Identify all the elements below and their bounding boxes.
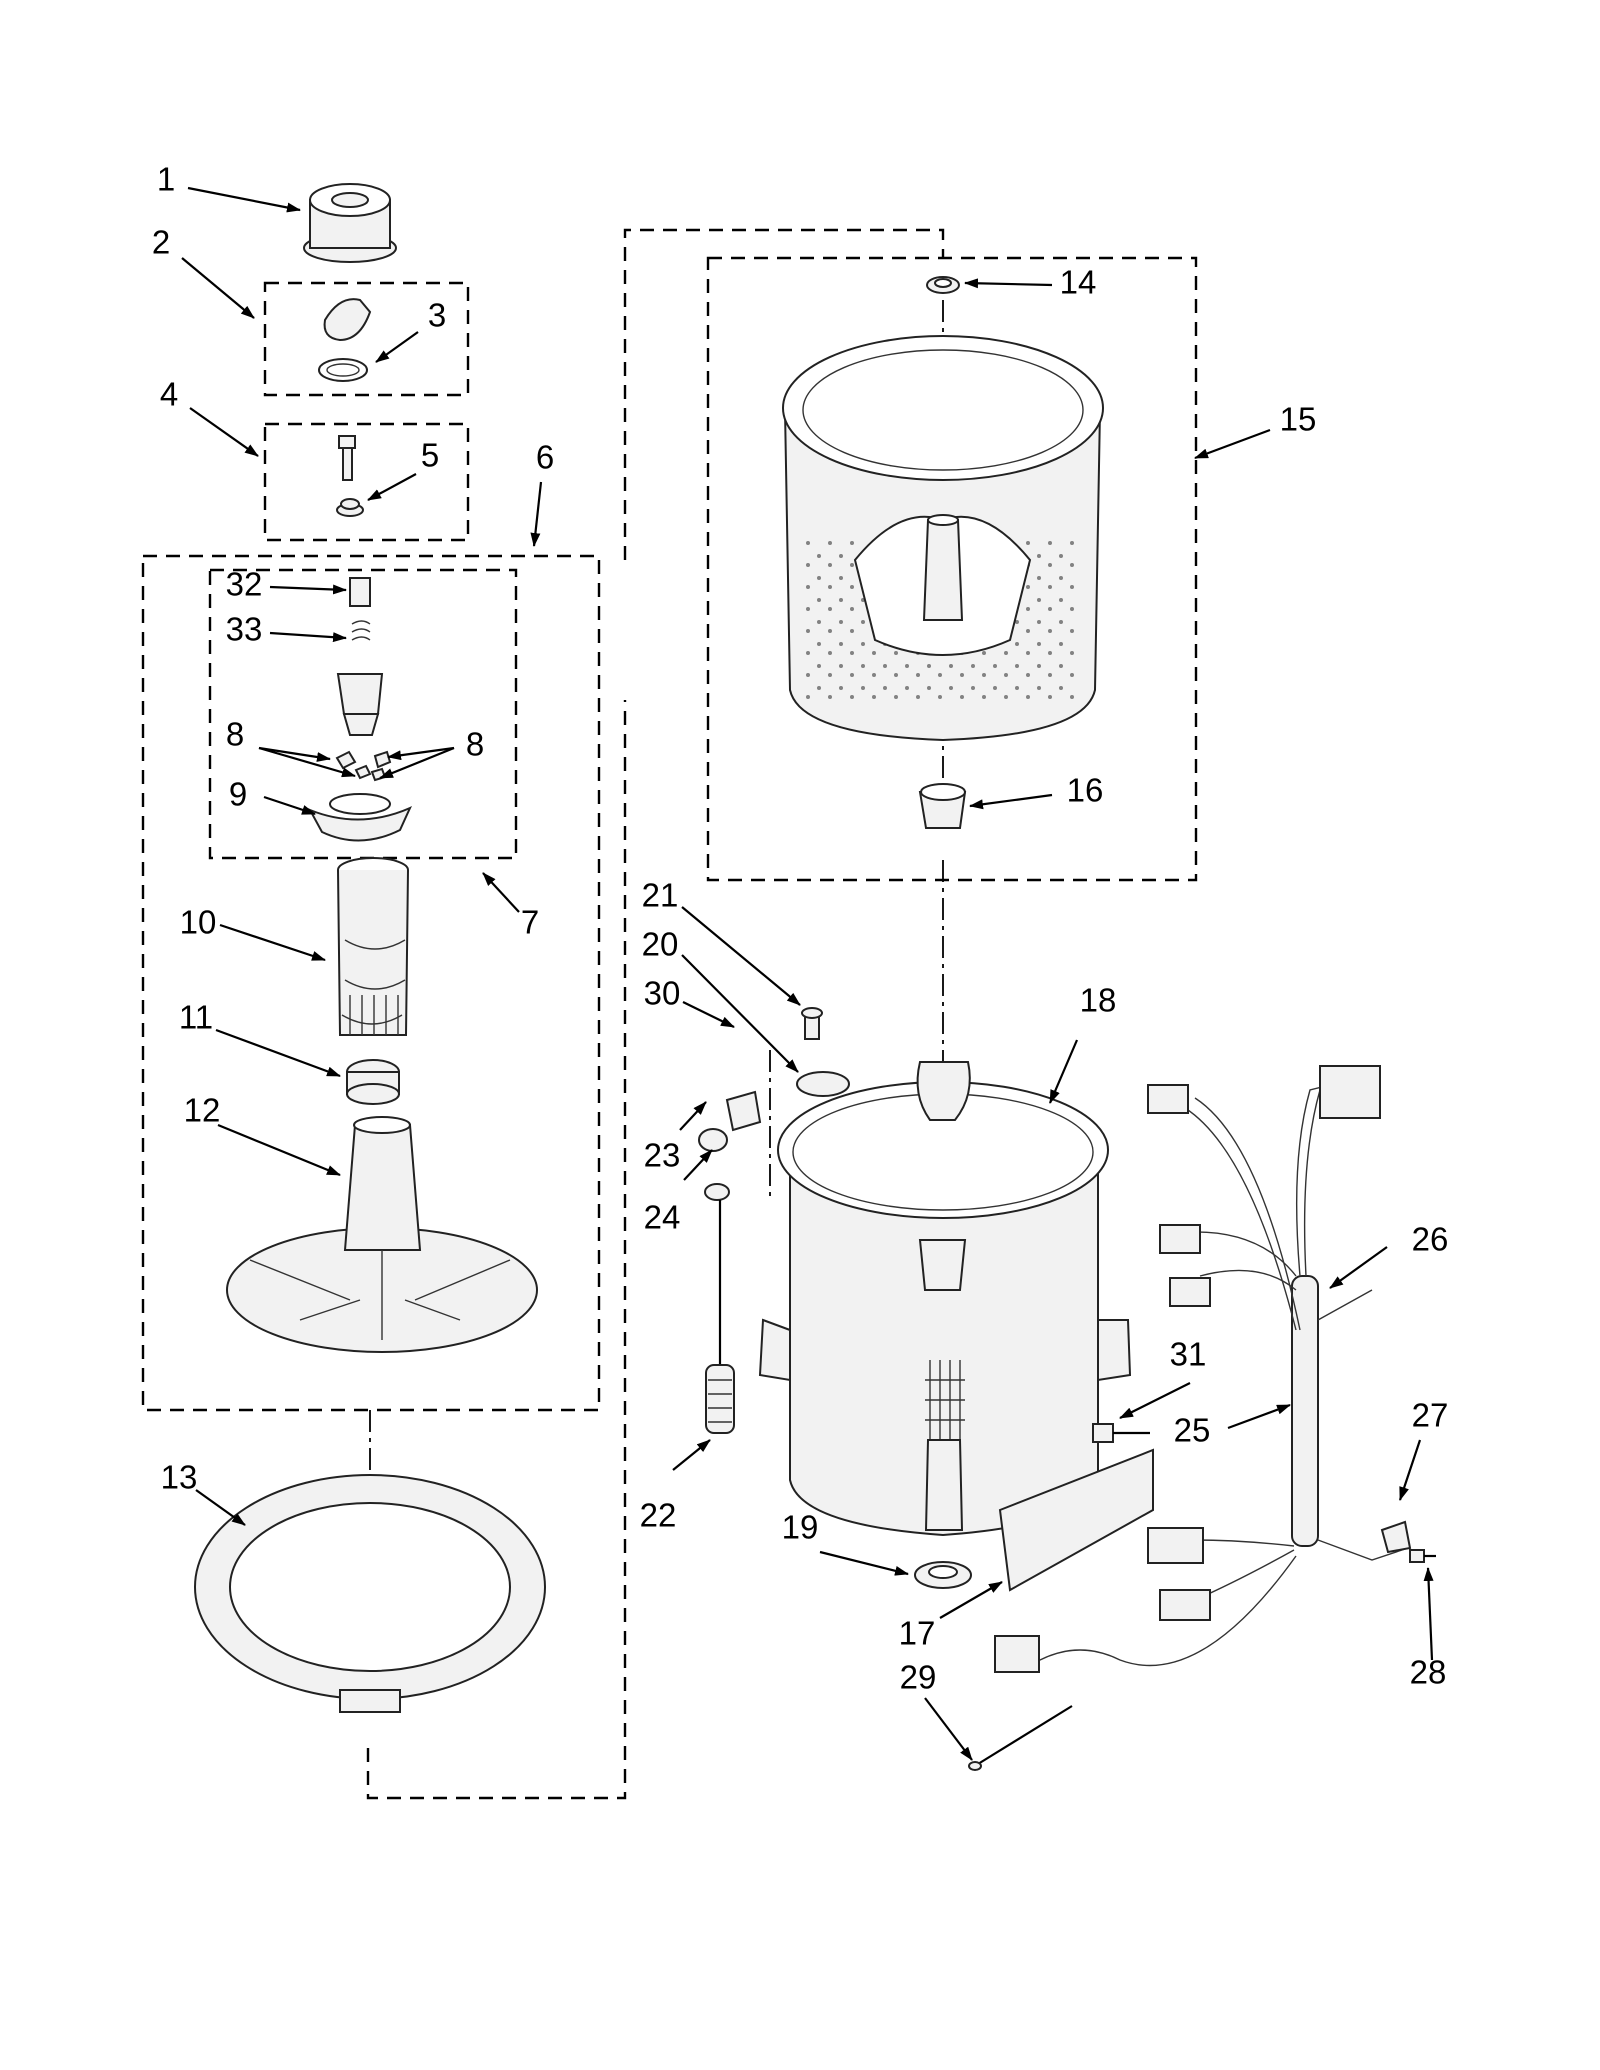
part-27-28-clip-screw — [1380, 1520, 1436, 1563]
part-12-agitator-base — [226, 1116, 538, 1353]
callout-20: 20 — [642, 926, 679, 963]
callout-28: 28 — [1410, 1654, 1447, 1691]
callout-8-right: 8 — [466, 726, 484, 763]
callout-23: 23 — [644, 1137, 681, 1174]
callout-29: 29 — [900, 1659, 937, 1696]
connector-line — [623, 228, 945, 560]
part-22-hose-filter — [705, 1200, 735, 1434]
callout-3: 3 — [428, 297, 446, 334]
callout-12: 12 — [184, 1092, 221, 1129]
callout-2: 2 — [152, 224, 170, 261]
part-11-bearing — [346, 1059, 400, 1105]
part-32-33-34-assembly — [336, 577, 384, 736]
part-15-basket — [782, 335, 1104, 742]
callout-8-left: 8 — [226, 716, 244, 753]
part-31-screw — [1092, 1423, 1150, 1443]
callout-22: 22 — [640, 1497, 677, 1534]
group-box-2 — [263, 281, 470, 397]
part-5-bolt-washer — [336, 435, 364, 517]
leader-lines — [181, 186, 1434, 1761]
callout-10: 10 — [180, 904, 217, 941]
part-8-dogs — [335, 750, 392, 782]
callout-25: 25 — [1174, 1412, 1211, 1449]
callout-27: 27 — [1412, 1397, 1449, 1434]
part-19-bearing — [914, 1561, 972, 1589]
callout-26: 26 — [1412, 1221, 1449, 1258]
callout-13: 13 — [161, 1459, 198, 1496]
callout-24: 24 — [644, 1199, 681, 1236]
part-30-23-24-pump-parts — [698, 1090, 762, 1201]
callout-7: 7 — [521, 904, 539, 941]
group-box-6 — [141, 554, 601, 1412]
part-14-nut — [926, 276, 960, 294]
part-1-cap — [303, 183, 397, 263]
callout-16: 16 — [1067, 772, 1104, 809]
part-16-hub — [918, 783, 967, 829]
callout-14: 14 — [1060, 264, 1097, 301]
callout-18: 18 — [1080, 982, 1117, 1019]
callout-17: 17 — [899, 1615, 936, 1652]
callout-9: 9 — [229, 776, 247, 813]
part-3-cap-and-seal — [318, 298, 372, 382]
part-13-tub-ring — [194, 1474, 546, 1713]
callout-30: 30 — [644, 975, 681, 1012]
part-9-cam — [307, 793, 412, 842]
callout-4: 4 — [160, 376, 178, 413]
callout-31: 31 — [1170, 1336, 1207, 1373]
callout-32: 32 — [226, 566, 263, 603]
callout-33: 33 — [226, 611, 263, 648]
group-box-4 — [263, 422, 470, 542]
callout-11: 11 — [179, 999, 213, 1036]
part-25-26-harness — [994, 1065, 1409, 1673]
connector-line-bottom — [366, 700, 627, 1800]
group-box-15 — [706, 256, 1198, 882]
callout-21: 21 — [642, 877, 679, 914]
callout-5: 5 — [421, 437, 439, 474]
callout-1: 1 — [157, 161, 175, 198]
part-10-auger — [337, 857, 409, 1036]
part-29-tie — [968, 1705, 1073, 1771]
part-18-outer-tub — [758, 1061, 1132, 1537]
callout-6: 6 — [536, 439, 554, 476]
callout-labels: 1 2 3 4 5 6 7 8 8 9 10 11 12 13 14 15 16… — [152, 161, 1449, 1696]
part-17-board — [998, 1448, 1154, 1592]
callout-15: 15 — [1280, 401, 1317, 438]
callout-19: 19 — [782, 1509, 819, 1546]
part-20-21-plate-screw — [796, 1007, 850, 1097]
